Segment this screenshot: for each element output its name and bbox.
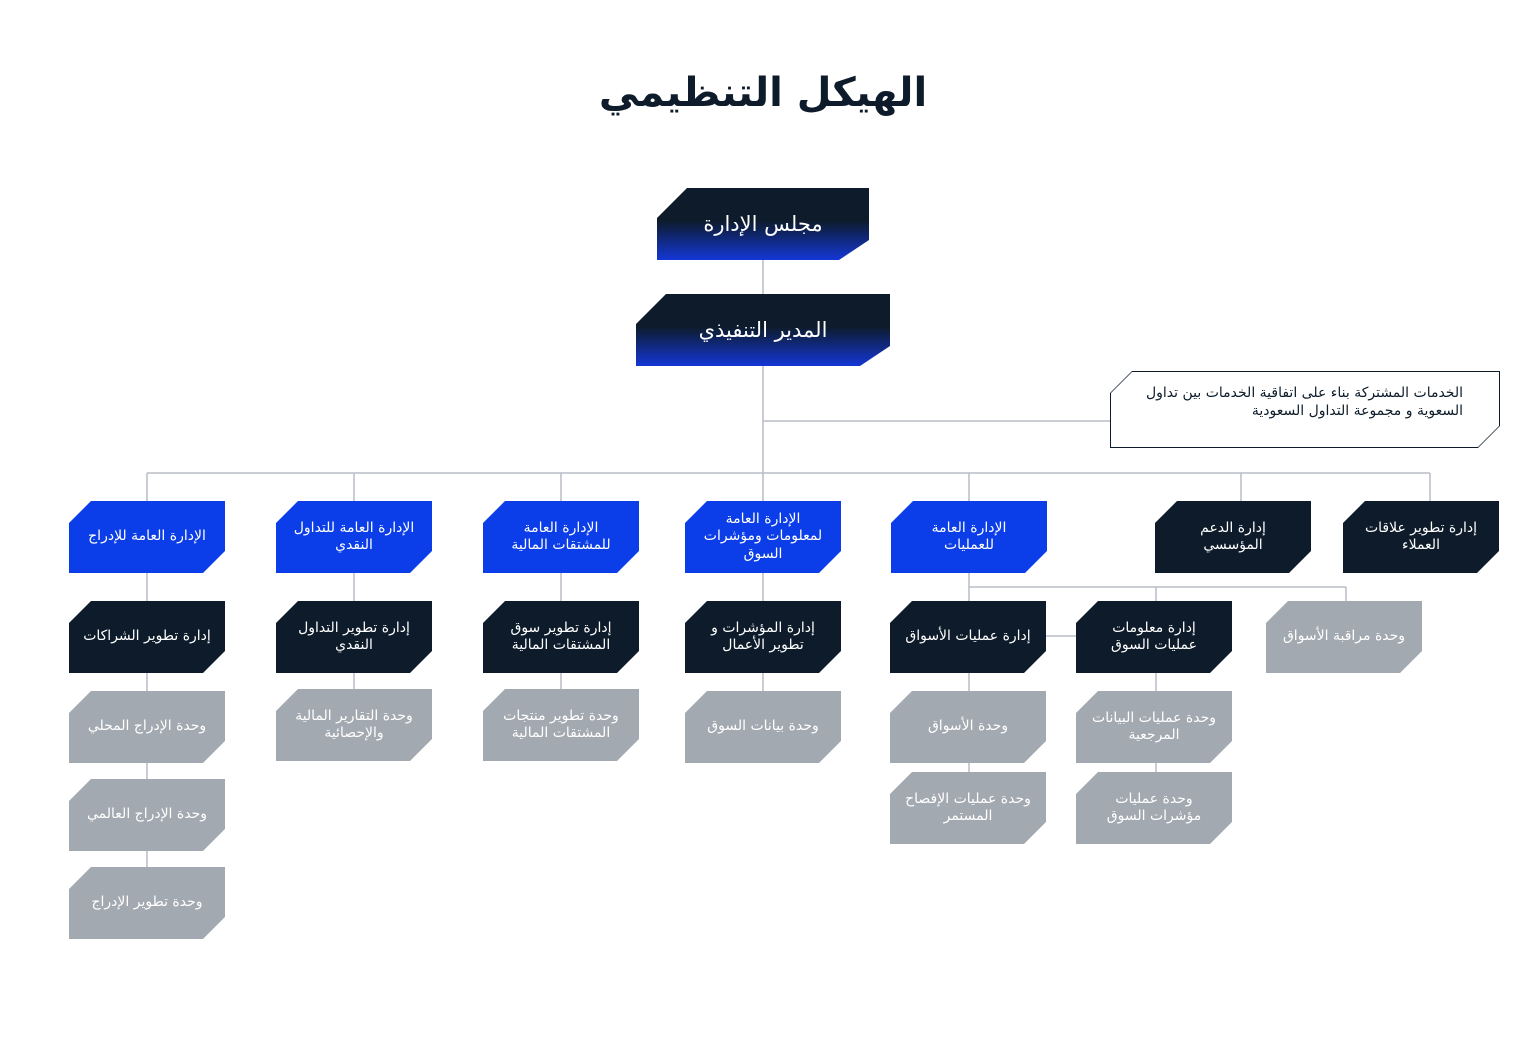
sub-market-operations: إدارة عمليات الأسواق	[890, 601, 1046, 673]
sub-indices-bizdev: إدارة المؤشرات و تطوير الأعمال	[685, 601, 841, 673]
sub-cash-trading-dev: إدارة تطوير التداول النقدي	[276, 601, 432, 673]
unit-market-data: وحدة بيانات السوق	[685, 691, 841, 763]
sub-partnerships-dev: إدارة تطوير الشراكات	[69, 601, 225, 673]
unit-financial-reports: وحدة التقارير المالية والإحصائية	[276, 689, 432, 761]
dept-listing: الإدارة العامة للإدراج	[69, 501, 225, 573]
unit-market-surveillance: وحدة مراقبة الأسواق	[1266, 601, 1422, 673]
unit-global-listing: وحدة الإدراج العالمي	[69, 779, 225, 851]
dept-market-info: الإدارة العامة لمعلومات ومؤشرات السوق	[685, 501, 841, 573]
unit-continuous-disclosure: وحدة عمليات الإفصاح المستمر	[890, 772, 1046, 844]
dept-cash-trading: الإدارة العامة للتداول النقدي	[276, 501, 432, 573]
unit-market-indices-ops: وحدة عمليات مؤشرات السوق	[1076, 772, 1232, 844]
unit-derivatives-products: وحدة تطوير منتجات المشتقات المالية	[483, 689, 639, 761]
dept-corporate-support: إدارة الدعم المؤسسي	[1155, 501, 1311, 573]
unit-listing-dev: وحدة تطوير الإدراج	[69, 867, 225, 939]
dept-derivatives: الإدارة العامة للمشتقات المالية	[483, 501, 639, 573]
shared-services-note-text: الخدمات المشتركة بناء على اتفاقية الخدما…	[1111, 372, 1499, 447]
unit-local-listing: وحدة الإدراج المحلي	[69, 691, 225, 763]
sub-market-ops-info: إدارة معلومات عمليات السوق	[1076, 601, 1232, 673]
unit-markets: وحدة الأسواق	[890, 691, 1046, 763]
dept-operations: الإدارة العامة للعمليات	[891, 501, 1047, 573]
shared-services-note: الخدمات المشتركة بناء على اتفاقية الخدما…	[1110, 371, 1500, 448]
unit-reference-data: وحدة عمليات البيانات المرجعية	[1076, 691, 1232, 763]
board-box: مجلس الإدارة	[657, 188, 869, 260]
sub-derivatives-dev: إدارة تطوير سوق المشتقات المالية	[483, 601, 639, 673]
dept-client-relations: إدارة تطوير علاقات العملاء	[1343, 501, 1499, 573]
ceo-box: المدير التنفيذي	[636, 294, 890, 366]
page-title: الهيكل التنظيمي	[598, 70, 928, 116]
